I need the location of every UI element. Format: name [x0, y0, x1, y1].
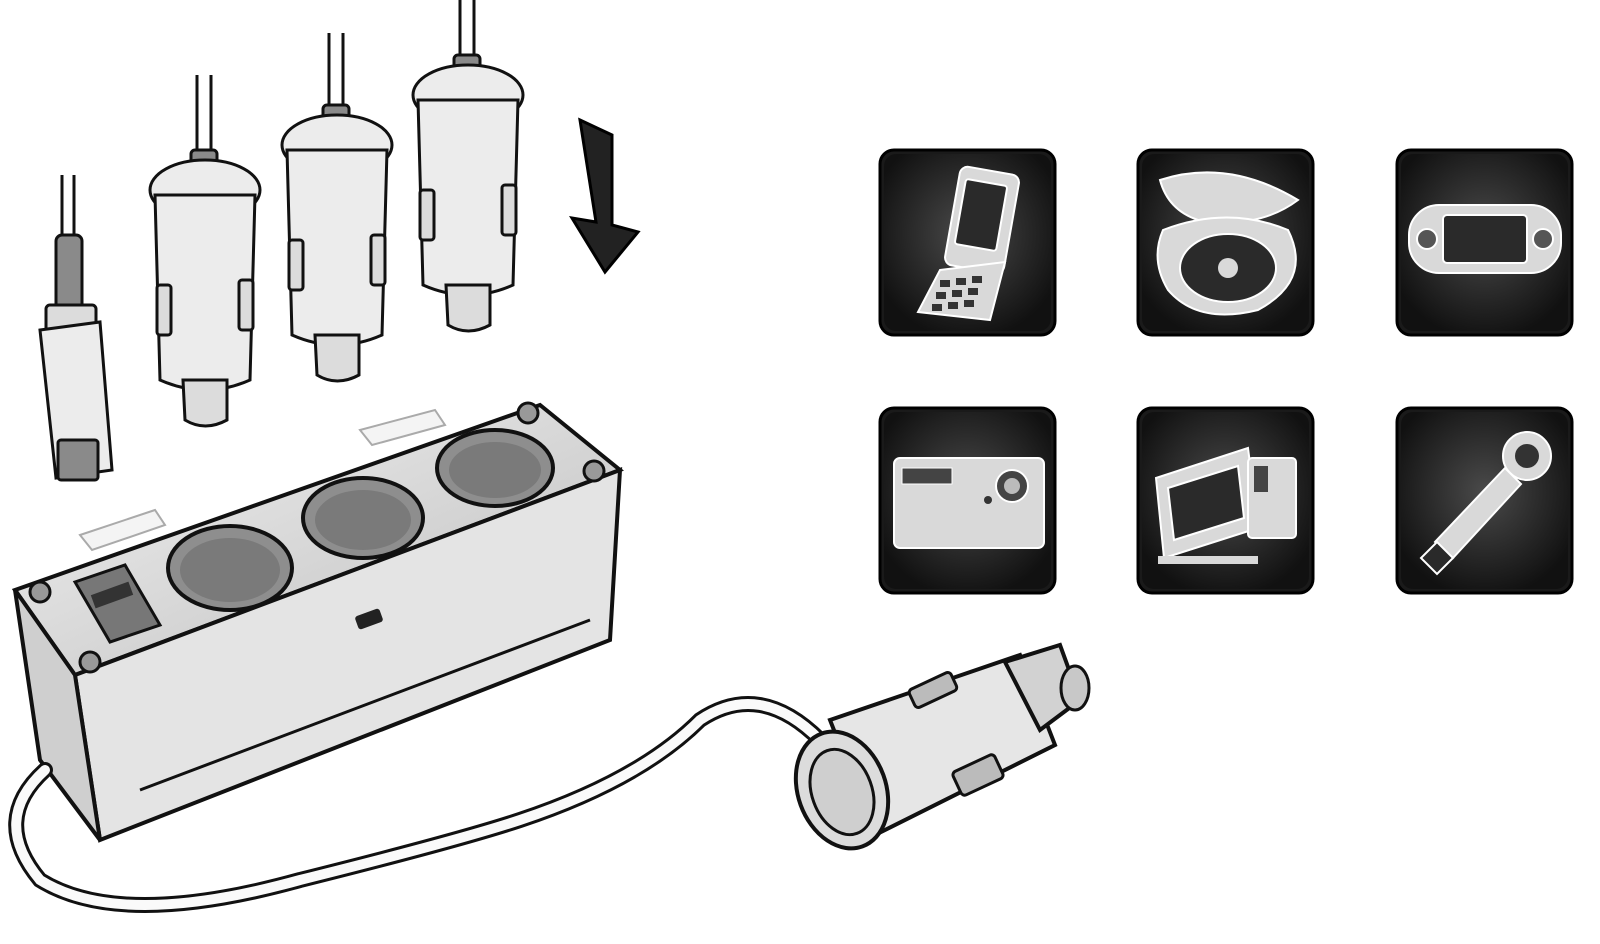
- handheld-game-console-icon: [1408, 204, 1562, 274]
- triple-socket-adapter-icon: [11, 401, 624, 843]
- device-tile: [1136, 406, 1315, 595]
- cigarette-plug-icon: [148, 75, 262, 428]
- device-tile: [878, 406, 1057, 595]
- gps-navigator-icon: [1154, 446, 1297, 564]
- usb-plug-icon: [38, 175, 114, 482]
- cigarette-plug-icon: [280, 33, 394, 383]
- cigarette-plug-icon: [411, 0, 525, 333]
- flip-phone-icon: [916, 165, 1020, 322]
- down-arrow-icon: [569, 117, 641, 275]
- cd-player-icon: [1156, 171, 1300, 316]
- device-tile: [1395, 148, 1574, 337]
- device-tile: [1395, 406, 1574, 595]
- digital-camera-icon: [893, 457, 1045, 549]
- device-tile: [1136, 148, 1315, 337]
- usb-flash-drive-icon: [1419, 431, 1552, 576]
- car-lighter-plug-icon: [793, 642, 1091, 851]
- device-tile: [878, 148, 1057, 337]
